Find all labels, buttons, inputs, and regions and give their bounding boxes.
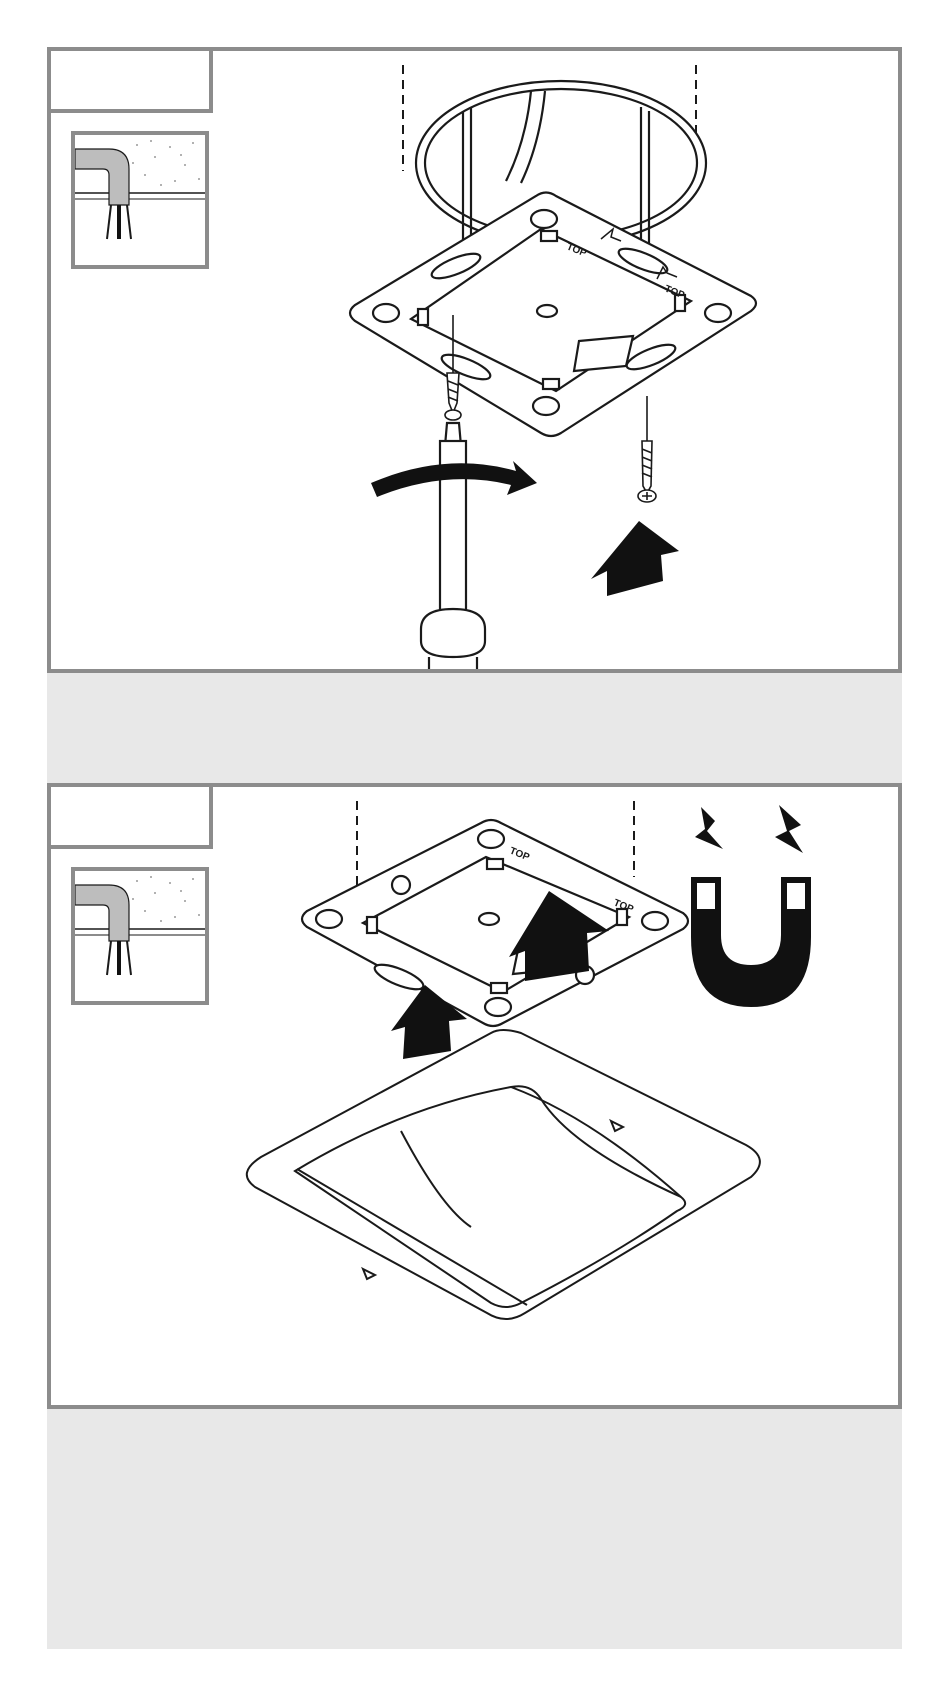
step-1-panel: TOP TOP [47, 47, 902, 673]
step-1-illustration: TOP TOP [51, 51, 898, 669]
sensor-cover [247, 1030, 760, 1319]
mounting-plate [302, 820, 688, 1026]
magnet-icon [691, 805, 811, 1007]
step-2-caption-band [47, 1409, 902, 1649]
up-arrow-icon [591, 521, 679, 596]
screw-icon [638, 396, 656, 502]
mounting-plate [350, 193, 756, 437]
step-2-panel: TOP TOP [47, 783, 902, 1409]
step-1-caption-band [47, 673, 902, 783]
screwdriver-icon [421, 423, 485, 669]
step-2-illustration: TOP TOP [51, 787, 898, 1405]
